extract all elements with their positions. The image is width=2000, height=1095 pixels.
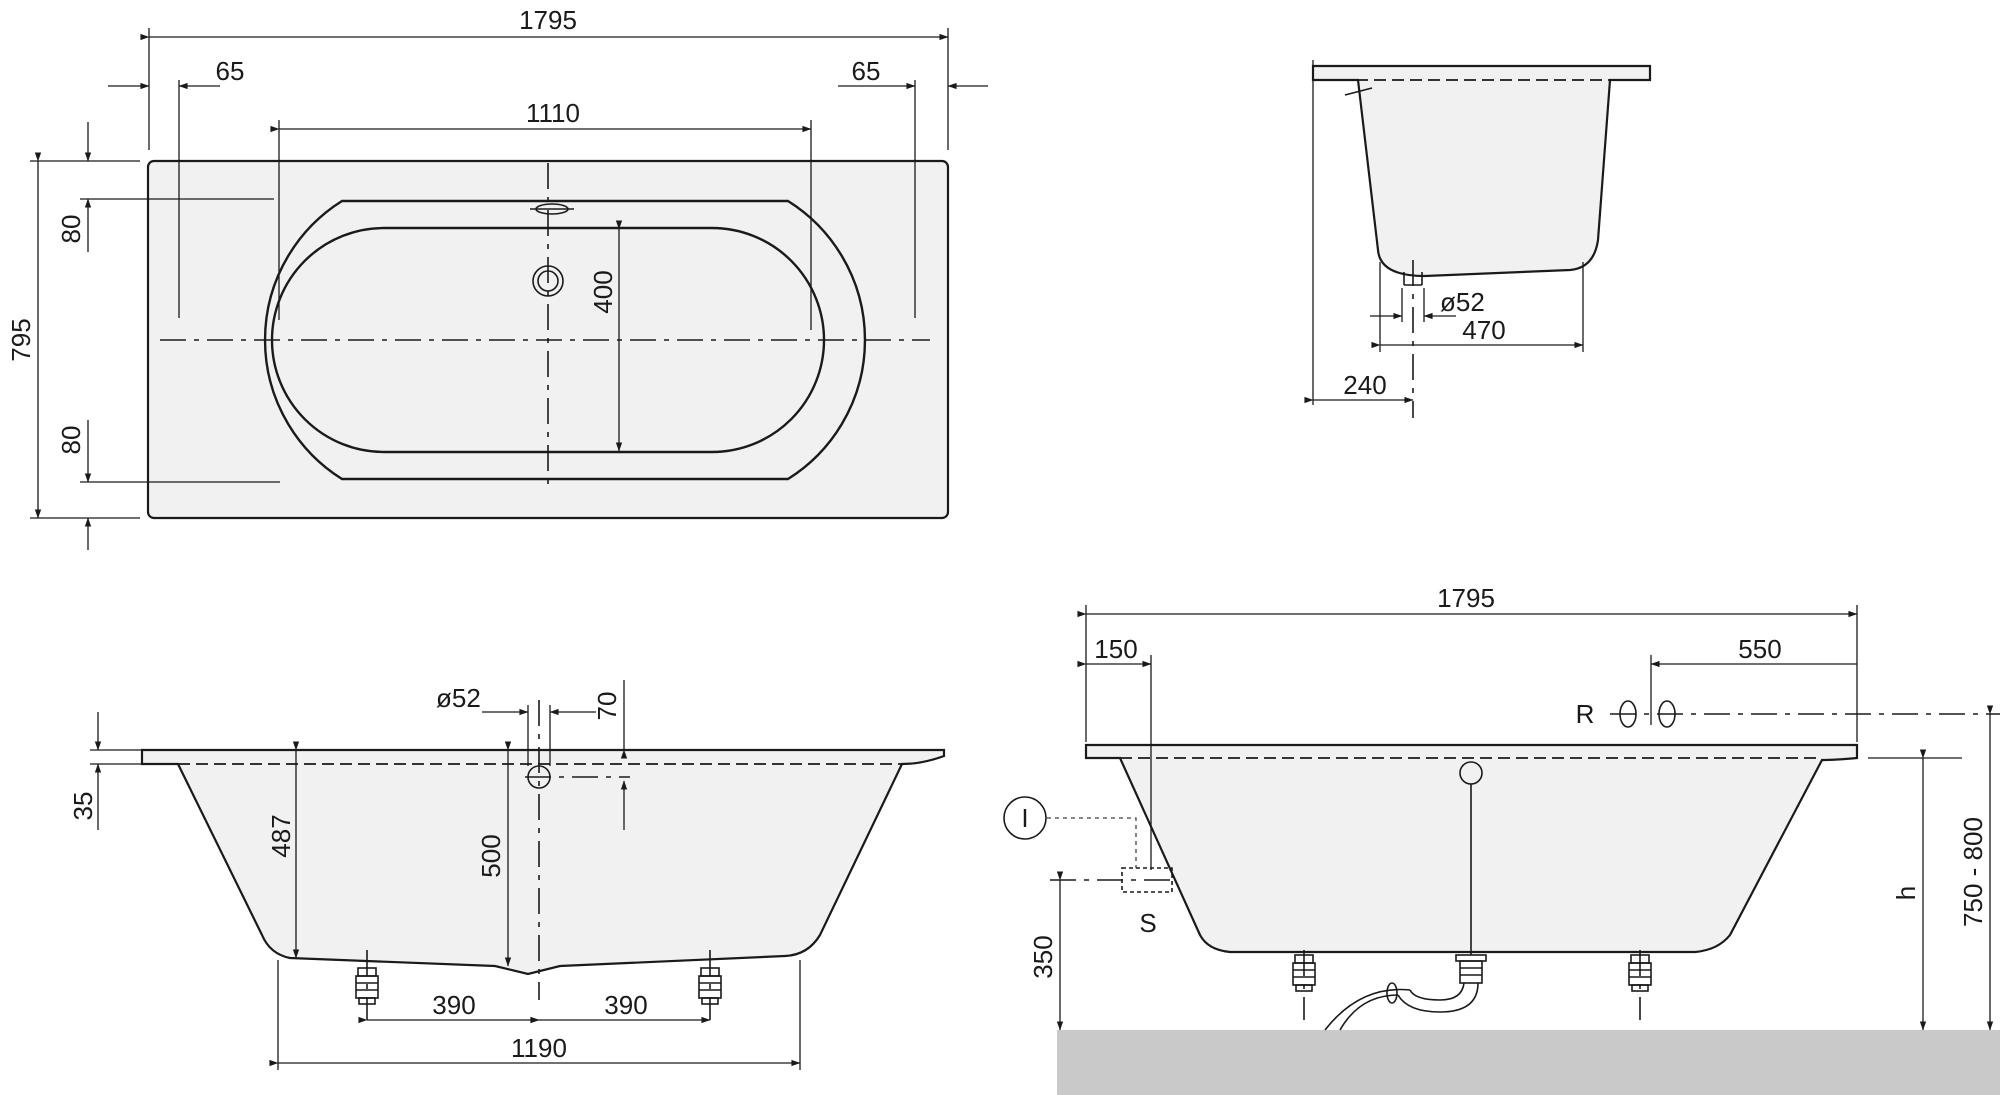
install-view: 1795 150 550 R I S 350 h 750 - 800	[1003, 583, 2000, 1095]
dim-height-range: 750 - 800	[1958, 817, 1988, 927]
inner-basin	[270, 226, 826, 454]
dim-install-150: 150	[1094, 634, 1137, 664]
dim-install-550: 550	[1738, 634, 1781, 664]
dim-bottom-470: 470	[1462, 315, 1505, 345]
dim-overflow-height-70: 70	[592, 692, 622, 721]
dim-foot-span-1190: 1190	[511, 1033, 567, 1063]
foot-right	[1628, 950, 1652, 1020]
foot-right	[698, 950, 722, 1020]
dim-left-65: 65	[216, 56, 245, 86]
dim-overflow-diameter: ø52	[436, 683, 481, 713]
tub-profile-side	[140, 748, 946, 976]
side-section: ø52 70 35 487 500	[68, 680, 946, 1070]
dim-rim-35: 35	[68, 792, 98, 821]
top-view: 1795 65 65 1110 795 80 80 400	[6, 5, 988, 550]
dim-height-h: h	[1891, 886, 1921, 900]
dim-foot-left-390: 390	[432, 990, 475, 1020]
dim-inner-1110: 1110	[526, 98, 580, 128]
drain-icon	[532, 265, 564, 297]
dim-floor-350: 350	[1028, 935, 1058, 978]
tap-label: R	[1576, 699, 1595, 729]
note-marker: I	[1021, 803, 1028, 833]
dim-install-1795: 1795	[1437, 583, 1495, 613]
floor	[1057, 1030, 2000, 1095]
dim-top-1795: 1795	[519, 5, 577, 35]
foot-left	[355, 950, 379, 1020]
dim-rim-bottom-80: 80	[56, 426, 86, 455]
dim-drain-diameter: ø52	[1440, 287, 1485, 317]
siphon-label: S	[1139, 908, 1156, 938]
outer-basin	[263, 199, 867, 481]
tub-profile-end	[1311, 64, 1652, 278]
foot-left	[1292, 950, 1316, 1020]
dim-foot-right-390: 390	[604, 990, 647, 1020]
siphon	[1324, 954, 1487, 1031]
end-section: ø52 470 240	[1304, 60, 1652, 418]
dim-offset-240: 240	[1343, 370, 1386, 400]
note-marker-circle	[1003, 796, 1047, 840]
dim-rim-top-80: 80	[56, 215, 86, 244]
dim-inner-width-400: 400	[588, 270, 618, 313]
dim-width-795: 795	[6, 318, 36, 361]
dim-depth-487: 487	[266, 814, 296, 857]
dim-right-65: 65	[852, 56, 881, 86]
dim-depth-500: 500	[476, 834, 506, 877]
